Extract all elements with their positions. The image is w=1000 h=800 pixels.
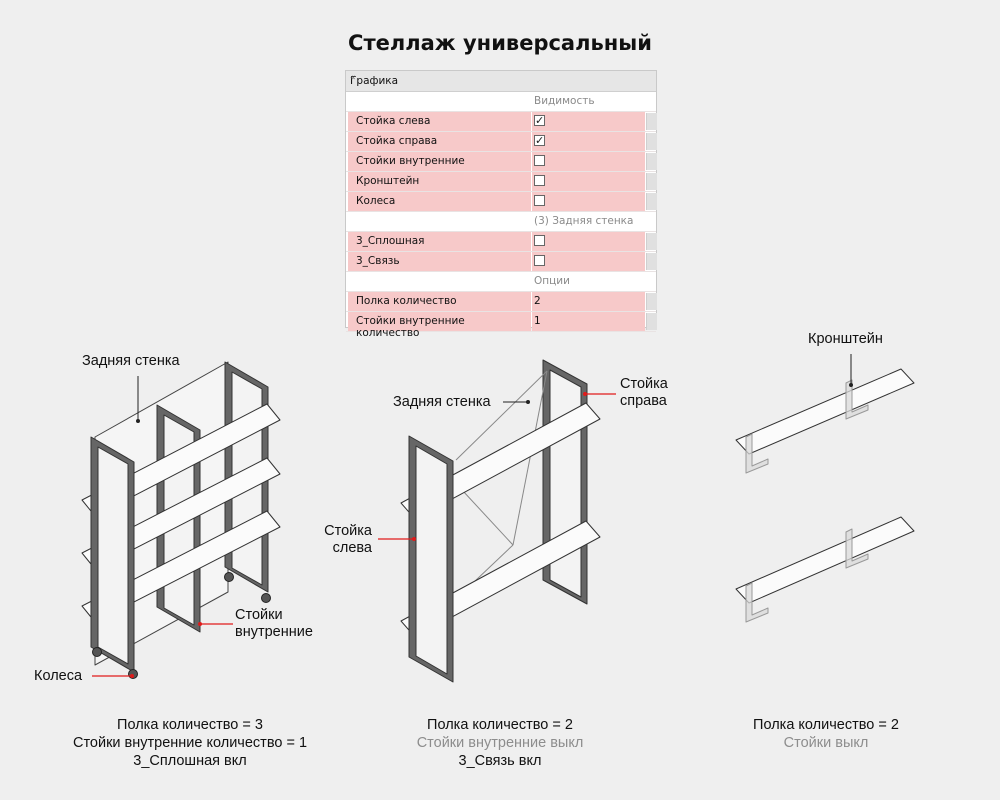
property-row[interactable]: Стойки внутренние (346, 152, 657, 172)
bracket (745, 582, 769, 623)
shelf-board (735, 368, 915, 455)
collapse-icon[interactable]: « (350, 73, 356, 83)
property-label: Полка количество (356, 295, 457, 307)
property-label: Стойки внутренние (356, 155, 465, 167)
row-button[interactable] (646, 113, 657, 130)
property-label: Кронштейн (356, 175, 420, 187)
shelf-unit-1 (81, 361, 281, 679)
property-value[interactable]: 1 (534, 315, 541, 327)
group-title: Видимость (534, 95, 595, 107)
leader-lines (92, 354, 853, 678)
row-button[interactable] (646, 313, 657, 330)
property-checkbox[interactable]: ✓ (534, 134, 545, 147)
property-group-row: Опции (346, 272, 656, 292)
label-bracket: Кронштейн (808, 331, 883, 347)
group-title: (3) Задняя стенка (534, 215, 634, 227)
property-label: Стойки внутренние количество (356, 315, 465, 339)
label-back-wall: Задняя стенка (82, 353, 180, 369)
bracket (745, 433, 769, 474)
shelf-board (735, 516, 915, 604)
row-button[interactable] (646, 133, 657, 150)
property-value[interactable]: 2 (534, 295, 541, 307)
caption-1: Полка количество = 3 Стойки внутренние к… (72, 717, 308, 769)
wheel (261, 593, 271, 603)
property-checkbox[interactable]: ✓ (534, 114, 545, 127)
row-button[interactable] (646, 253, 657, 270)
property-group-row: (3) Задняя стенка (346, 212, 656, 232)
label-wheels: Колеса (34, 668, 83, 684)
property-row[interactable]: 3_Сплошная (346, 232, 657, 252)
row-button[interactable] (646, 293, 657, 310)
caption-3: Полка количество = 2 Стойки выкл (753, 717, 899, 751)
property-label: Колеса (356, 195, 396, 207)
property-checkbox[interactable] (534, 175, 545, 186)
property-label: 3_Связь (356, 255, 400, 267)
label-back-wall: Задняя стенка (393, 394, 491, 410)
property-row[interactable]: Стойка слева ✓ (346, 112, 657, 132)
wheel (92, 647, 102, 657)
property-row[interactable]: Стойки внутренние количество 1 (346, 312, 657, 339)
property-row[interactable]: Кронштейн (346, 172, 657, 192)
bracket-shelves (735, 368, 915, 623)
property-row[interactable]: Полка количество 2 (346, 292, 657, 312)
wheel (224, 572, 234, 582)
property-label: 3_Сплошная (356, 235, 425, 247)
row-button[interactable] (646, 233, 657, 250)
shelf-unit-2 (400, 359, 601, 683)
property-row[interactable]: Стойка справа ✓ (346, 132, 657, 152)
property-group-row: Видимость (346, 92, 656, 112)
bracket (845, 528, 869, 569)
group-title: Опции (534, 275, 570, 287)
bracket (845, 379, 869, 420)
property-checkbox[interactable] (534, 155, 545, 166)
panel-header[interactable]: Графика « (346, 71, 656, 92)
property-label: Стойка справа (356, 135, 438, 147)
property-checkbox[interactable] (534, 255, 545, 266)
row-button[interactable] (646, 153, 657, 170)
caption-2: Полка количество = 2 Стойки внутренние в… (416, 717, 584, 769)
property-label: Стойка слева (356, 115, 431, 127)
page-title: Стеллаж универсальный (348, 31, 652, 55)
row-button[interactable] (646, 173, 657, 190)
row-button[interactable] (646, 193, 657, 210)
property-row[interactable]: 3_Связь (346, 252, 657, 272)
property-checkbox[interactable] (534, 235, 545, 246)
property-checkbox[interactable] (534, 195, 545, 206)
property-row[interactable]: Колеса (346, 192, 657, 212)
panel-header-label: Графика (350, 75, 399, 87)
